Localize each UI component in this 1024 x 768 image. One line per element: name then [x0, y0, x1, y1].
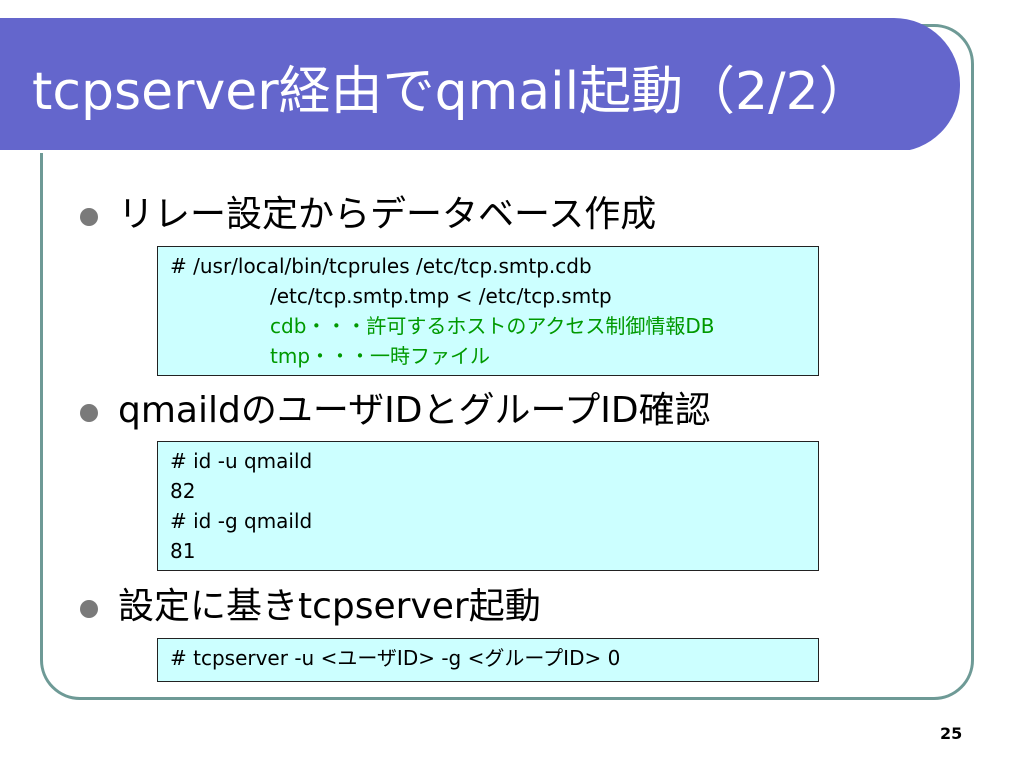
code-comment: cdb・・・許可するホストのアクセス制御情報DB — [270, 314, 715, 338]
code-box-tcprules: # /usr/local/bin/tcprules /etc/tcp.smtp.… — [157, 246, 819, 376]
bullet-dot-icon — [80, 404, 98, 422]
bullet-text: リレー設定からデータベース作成 — [118, 194, 657, 235]
title-divider — [0, 150, 910, 153]
code-line: 82 — [170, 479, 196, 503]
code-line: # id -g qmaild — [170, 509, 313, 533]
page-number: 25 — [940, 724, 963, 743]
code-comment: tmp・・・一時ファイル — [270, 344, 491, 368]
code-line: # /usr/local/bin/tcprules /etc/tcp.smtp.… — [170, 254, 592, 278]
bullet-dot-icon — [80, 600, 98, 618]
title-bar: tcpserver経由でqmail起動（2/2） — [0, 18, 960, 153]
bullet-text: qmaildのユーザIDとグループID確認 — [118, 390, 711, 431]
slide-title: tcpserver経由でqmail起動（2/2） — [32, 62, 871, 122]
code-line: # id -u qmaild — [170, 449, 313, 473]
bullet-dot-icon — [80, 208, 98, 226]
code-line: 81 — [170, 539, 196, 563]
code-line: # tcpserver -u <ユーザID> -g <グループID> 0 — [170, 646, 621, 670]
code-box-tcpserver: # tcpserver -u <ユーザID> -g <グループID> 0 — [157, 638, 819, 682]
bullet-text: 設定に基きtcpserver起動 — [118, 586, 541, 627]
code-line: /etc/tcp.smtp.tmp < /etc/tcp.smtp — [270, 284, 612, 308]
code-box-id-check: # id -u qmaild 82 # id -g qmaild 81 — [157, 441, 819, 571]
